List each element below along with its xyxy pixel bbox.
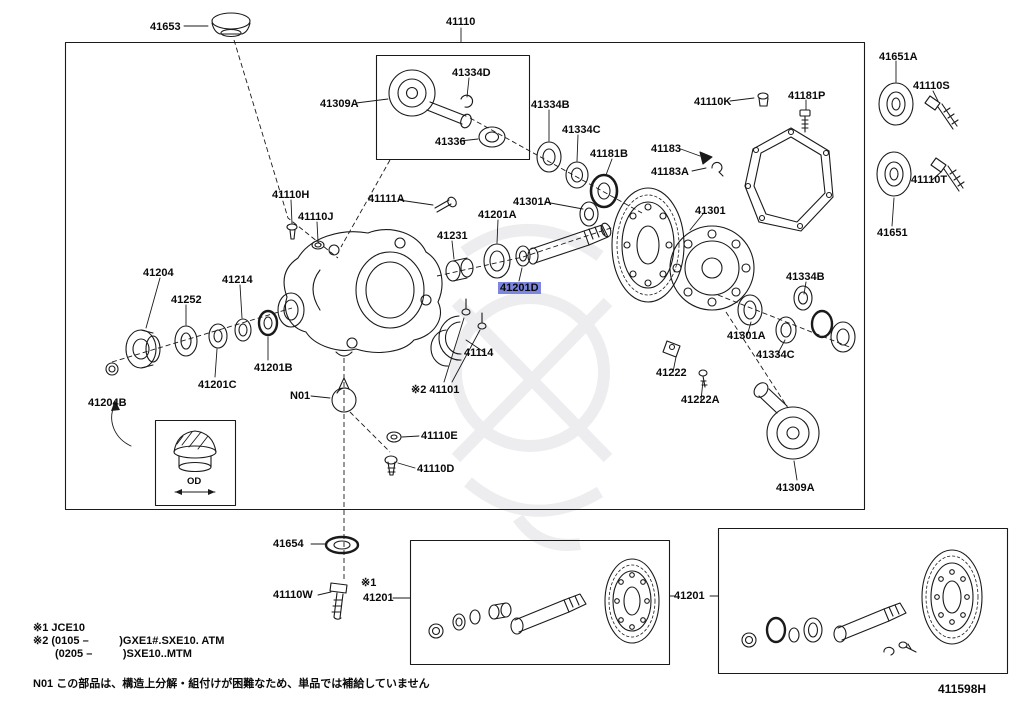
part-label-41201d-selected[interactable]: 41201D bbox=[498, 282, 541, 295]
washer-bolt-part bbox=[384, 431, 402, 476]
part-label-41334d[interactable]: 41334D bbox=[452, 67, 491, 79]
footnote-star2-cont: (0205 – )SXE10..MTM bbox=[55, 648, 192, 660]
diff-case-part bbox=[669, 225, 755, 311]
part-label-41114[interactable]: 41114 bbox=[464, 347, 494, 359]
part-label-41204[interactable]: 41204 bbox=[143, 267, 174, 279]
part-label-41334b-top[interactable]: 41334B bbox=[531, 99, 570, 111]
footnote-n01: N01 この部品は、構造上分解・組付けが困難なため、単品では補給していません bbox=[33, 678, 430, 690]
right-bearing-stack-part bbox=[737, 285, 856, 353]
document-number: 411598H bbox=[938, 682, 987, 696]
part-label-41110[interactable]: 41110 bbox=[446, 16, 476, 28]
watermark-graphic bbox=[450, 223, 613, 551]
assembly-axis-lines bbox=[111, 39, 853, 580]
part-label-41181p[interactable]: 41181P bbox=[788, 90, 826, 102]
gear-kit-left-part bbox=[428, 558, 660, 644]
part-label-41222a[interactable]: 41222A bbox=[681, 394, 720, 406]
part-label-41110h[interactable]: 41110H bbox=[272, 189, 310, 201]
part-label-41111a[interactable]: 41111A bbox=[368, 193, 405, 205]
part-label-41653[interactable]: 41653 bbox=[150, 21, 181, 33]
part-label-41110d[interactable]: 41110D bbox=[417, 463, 455, 475]
pinion-assembly-part bbox=[445, 222, 612, 282]
part-label-41651a[interactable]: 41651A bbox=[879, 51, 918, 63]
lock-plate-part bbox=[662, 340, 708, 388]
part-label-n01[interactable]: N01 bbox=[290, 390, 311, 402]
part-label-41201-left[interactable]: 41201 bbox=[363, 592, 394, 604]
part-label-star1: ※1 bbox=[361, 577, 377, 589]
part-label-41222[interactable]: 41222 bbox=[656, 367, 687, 379]
part-label-41110s[interactable]: 41110S bbox=[913, 80, 950, 92]
carrier-housing-part bbox=[277, 229, 443, 357]
seal-and-bolt-part bbox=[324, 535, 360, 620]
part-label-41181b[interactable]: 41181B bbox=[590, 148, 628, 160]
part-label-41336[interactable]: 41336 bbox=[435, 136, 466, 148]
part-label-41301[interactable]: 41301 bbox=[695, 205, 726, 217]
part-label-41309a-top[interactable]: 41309A bbox=[320, 98, 359, 110]
bearing-cap-part bbox=[430, 298, 487, 367]
part-label-41231[interactable]: 41231 bbox=[437, 230, 468, 242]
cv-joint-assembly-part bbox=[388, 69, 506, 148]
footnote-star1: ※1 JCE10 bbox=[33, 622, 86, 634]
od-cap-part bbox=[173, 430, 217, 495]
od-dimension-label: OD bbox=[187, 476, 202, 487]
part-label-41101[interactable]: ※2 41101 bbox=[411, 384, 460, 396]
gear-kit-right-part bbox=[741, 549, 983, 656]
flange-stack-part bbox=[105, 309, 279, 447]
part-label-41252[interactable]: 41252 bbox=[171, 294, 202, 306]
part-label-41654[interactable]: 41654 bbox=[273, 538, 304, 550]
part-label-41110e[interactable]: 41110E bbox=[421, 430, 458, 442]
leader-lines bbox=[145, 25, 942, 599]
part-label-41301a-left[interactable]: 41301A bbox=[513, 196, 552, 208]
footnote-star2: ※2 (0105 – )GXE1#.SXE10. ATM bbox=[33, 635, 225, 647]
part-label-41334c-top[interactable]: 41334C bbox=[562, 124, 601, 136]
cv-joint-bottom-part bbox=[753, 382, 820, 460]
part-label-41214[interactable]: 41214 bbox=[222, 274, 253, 286]
part-label-41334b-right[interactable]: 41334B bbox=[786, 271, 825, 283]
part-label-41110t[interactable]: 41110T bbox=[911, 174, 948, 186]
cover-plate-part bbox=[699, 92, 834, 232]
part-label-41183[interactable]: 41183 bbox=[651, 143, 681, 155]
ball-stud-part bbox=[331, 377, 357, 413]
part-label-41183a[interactable]: 41183A bbox=[651, 166, 689, 178]
part-label-41204b[interactable]: 41204B bbox=[88, 397, 127, 409]
part-label-41201-mid[interactable]: 41201 bbox=[674, 590, 705, 602]
part-label-41110k[interactable]: 41110K bbox=[694, 96, 732, 108]
part-label-41309a-bottom[interactable]: 41309A bbox=[776, 482, 815, 494]
cap-41653-part bbox=[211, 12, 251, 38]
part-label-41201b[interactable]: 41201B bbox=[254, 362, 293, 374]
part-label-41334c-right[interactable]: 41334C bbox=[756, 349, 795, 361]
part-label-41110j[interactable]: 41110J bbox=[298, 211, 334, 223]
part-label-41201c[interactable]: 41201C bbox=[198, 379, 237, 391]
part-label-41301a-right[interactable]: 41301A bbox=[727, 330, 766, 342]
axle-bearing-stack-part bbox=[536, 141, 619, 227]
part-label-41110w[interactable]: 41110W bbox=[273, 589, 313, 601]
part-label-41651[interactable]: 41651 bbox=[877, 227, 908, 239]
mount-cushions-part bbox=[876, 82, 965, 197]
part-label-41201a[interactable]: 41201A bbox=[478, 209, 517, 221]
diagram-frames bbox=[64, 41, 1009, 675]
